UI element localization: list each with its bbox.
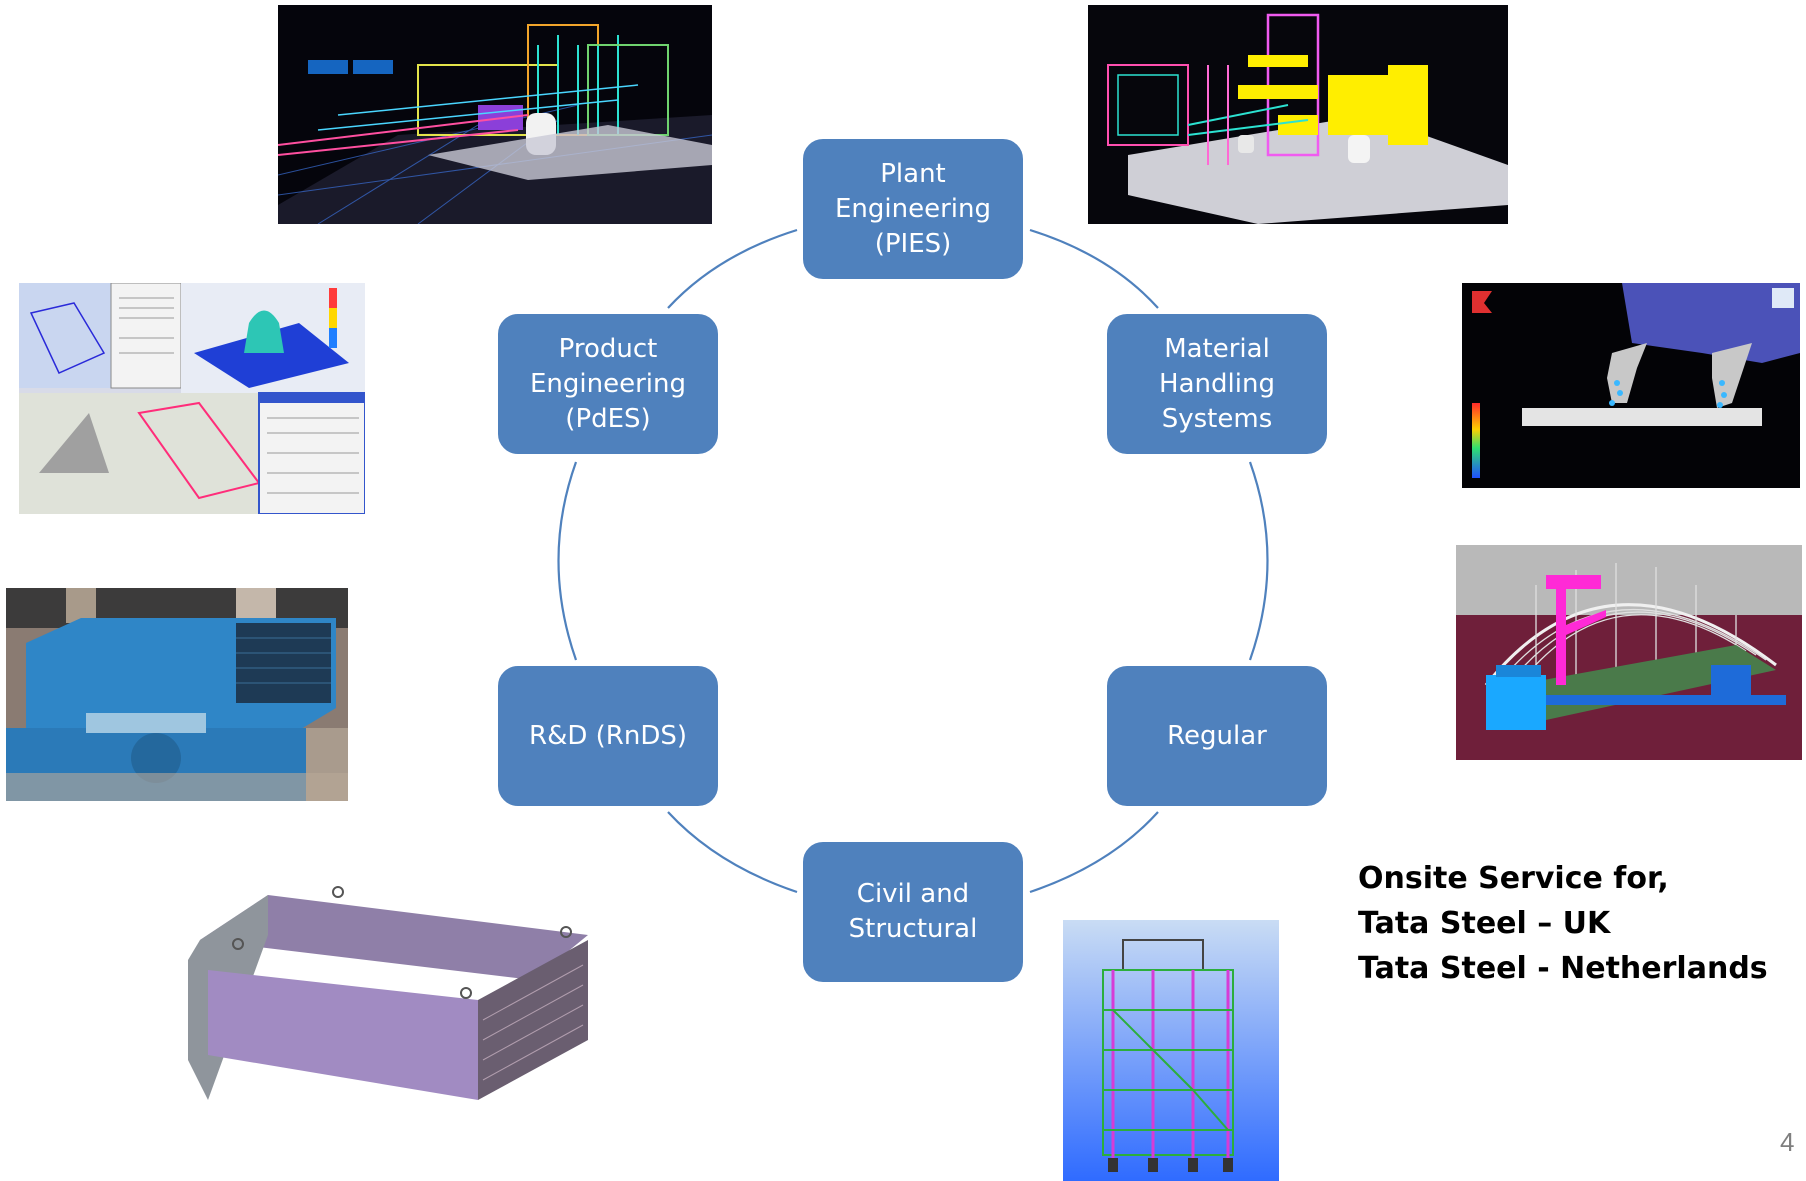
node-rnd-label: R&D (RnDS) xyxy=(529,720,687,751)
page-number: 4 xyxy=(1780,1127,1795,1157)
ring-arc-plant-material xyxy=(1029,228,1159,309)
node-product-engineering-label: Product Engineering (PdES) xyxy=(530,333,686,434)
ring-arc-rnd-product xyxy=(557,461,578,661)
node-regular: Regular xyxy=(1105,664,1329,808)
onsite-line-1: Onsite Service for, xyxy=(1358,861,1669,896)
stockyard-shed-model xyxy=(1456,545,1802,760)
node-material-handling: Material Handling Systems xyxy=(1105,312,1329,456)
node-civil-structural: Civil and Structural xyxy=(801,840,1025,984)
node-plant-engineering: Plant Engineering (PIES) xyxy=(801,137,1025,281)
onsite-line-3: Tata Steel - Netherlands xyxy=(1358,951,1768,986)
plant-3d-model-left xyxy=(278,5,712,224)
chute-simulation xyxy=(1462,283,1800,488)
node-rnd: R&D (RnDS) xyxy=(496,664,720,808)
node-material-handling-label: Material Handling Systems xyxy=(1159,333,1275,434)
plant-3d-model-right xyxy=(1088,5,1508,224)
node-regular-label: Regular xyxy=(1167,720,1267,751)
onsite-line-2: Tata Steel – UK xyxy=(1358,906,1611,941)
product-cad-screens xyxy=(19,283,365,514)
ring-arc-regular-civil xyxy=(1029,811,1159,894)
node-civil-structural-label: Civil and Structural xyxy=(848,879,978,944)
node-product-engineering: Product Engineering (PdES) xyxy=(496,312,720,456)
node-plant-engineering-label: Plant Engineering (PIES) xyxy=(835,158,991,259)
steel-structure-model xyxy=(1063,920,1279,1181)
blue-motor-photo xyxy=(6,588,348,801)
ring-arc-civil-rnd xyxy=(667,811,798,894)
purple-enclosure-model xyxy=(178,880,596,1114)
ring-arc-product-plant xyxy=(667,228,798,309)
ring-arc-material-regular xyxy=(1248,461,1269,661)
onsite-service-text: Onsite Service for, Tata Steel – UK Tata… xyxy=(1358,856,1768,991)
